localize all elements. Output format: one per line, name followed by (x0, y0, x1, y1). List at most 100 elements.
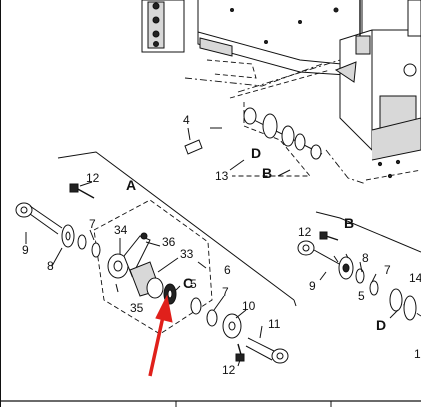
callout-9-a: 9 (22, 243, 29, 257)
chassis-line (237, 59, 341, 93)
small-dot (377, 161, 383, 167)
callout-b-right: B (344, 215, 354, 231)
assembly-b (297, 211, 421, 321)
leader (229, 159, 245, 171)
rod-end-hole (20, 206, 28, 214)
flange (262, 113, 278, 139)
washer (369, 280, 379, 296)
washer (243, 107, 257, 125)
callout-b-upper: B (262, 165, 272, 181)
bracket-end (293, 299, 297, 307)
leader (359, 261, 363, 273)
callout-8-a: 8 (47, 259, 54, 273)
flange-right (403, 295, 417, 321)
leader (235, 309, 247, 319)
leader (197, 261, 207, 269)
arm-hub-hole (113, 260, 123, 272)
callout-9-b: 9 (309, 279, 316, 293)
pin-4 (184, 139, 203, 155)
frame-hole (230, 8, 234, 12)
callout-labels: 4 D 13 B 12 A 9 8 7 34 36 33 6 C 35 5 7 … (22, 113, 421, 377)
frame-hole (333, 7, 339, 13)
housing-base (371, 117, 421, 161)
washer-7 (206, 309, 218, 327)
callout-6: 6 (224, 263, 231, 277)
callout-7-b: 7 (222, 285, 229, 299)
leader (345, 253, 349, 259)
washer-core (342, 263, 350, 273)
callout-7-c: 7 (384, 263, 391, 277)
bolt-head (235, 353, 245, 362)
bolt-hole (153, 41, 159, 47)
arm-pin (140, 232, 148, 240)
rod-eye-hole (276, 352, 284, 360)
callout-5-b: 5 (358, 289, 365, 303)
washer-7-right (355, 268, 365, 284)
washer (91, 242, 101, 258)
leader (175, 285, 181, 291)
bolt-head (69, 183, 79, 193)
machine-frame (141, 0, 421, 185)
housing-outline (365, 169, 421, 181)
leader (51, 247, 63, 267)
frame-hole (264, 40, 268, 44)
callout-36: 36 (162, 235, 176, 249)
small-dot (387, 173, 393, 179)
washer-hole (65, 231, 71, 241)
rod-end-hole (302, 244, 310, 252)
callout-33: 33 (180, 247, 194, 261)
frame-base-outline (206, 59, 257, 79)
rod-end-shaft (29, 205, 63, 235)
bolt-hole (152, 16, 160, 24)
bearing-hole (167, 289, 173, 299)
housing-hole (403, 63, 417, 77)
housing-outline (325, 149, 367, 185)
chassis-line (229, 69, 331, 99)
small-dot (395, 159, 401, 165)
leader (389, 309, 399, 319)
bolt-head (319, 231, 328, 240)
rod-11 (245, 337, 277, 361)
housing-bracket (355, 35, 371, 55)
leader (187, 127, 191, 141)
leader (89, 229, 95, 241)
leader (277, 169, 291, 177)
left-tower-plate (147, 1, 165, 49)
bolt-12-right (325, 235, 339, 241)
chassis-line (184, 63, 323, 87)
leader (79, 181, 93, 187)
assembly-a-bracket-line (57, 151, 295, 301)
callout-34: 34 (114, 223, 128, 237)
callout-12-a: 12 (86, 171, 100, 185)
assembly-b-bracket-line (315, 211, 421, 253)
callout-8-b: 8 (362, 251, 369, 265)
washer (190, 297, 202, 315)
callout-c: C (183, 275, 193, 291)
arrow-head (155, 294, 173, 323)
arrow-shaft (148, 311, 166, 377)
leader (213, 295, 225, 311)
callout-1: 1 (414, 347, 421, 361)
callout-7-a: 7 (89, 217, 96, 231)
leader (319, 271, 327, 281)
callout-11: 11 (268, 317, 281, 331)
leader (371, 273, 377, 283)
red-arrow (148, 294, 173, 377)
leader (145, 241, 161, 247)
callout-a: A (126, 177, 136, 193)
bolt-12 (75, 187, 95, 199)
frame-foot-left (199, 37, 233, 57)
subassembly-outline (93, 199, 213, 335)
leader (333, 255, 339, 263)
leader (237, 359, 241, 367)
callout-35: 35 (130, 301, 144, 315)
bearing (294, 133, 306, 151)
callout-13: 13 (215, 169, 229, 183)
callout-12-c: 12 (298, 225, 312, 239)
callout-10: 10 (242, 299, 256, 313)
upper-right-block (407, 0, 421, 37)
shaft-assembly-d (184, 102, 323, 177)
